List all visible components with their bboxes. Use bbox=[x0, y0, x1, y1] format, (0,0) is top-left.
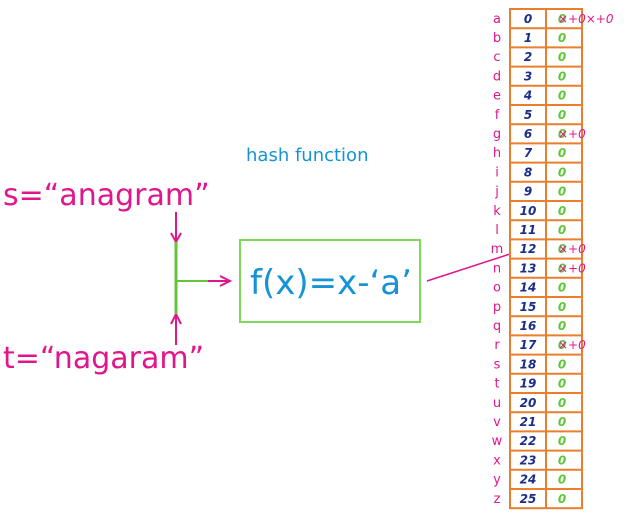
row-count: 0 bbox=[558, 261, 566, 275]
row-letter: m bbox=[491, 242, 504, 257]
row-count: 0 bbox=[558, 338, 566, 352]
row-index: 10 bbox=[520, 204, 537, 218]
row-index: 25 bbox=[520, 492, 537, 506]
row-letter: z bbox=[494, 492, 501, 507]
row-count: 0 bbox=[558, 300, 566, 314]
row-annotation: ×+0 bbox=[558, 242, 586, 256]
row-count: 0 bbox=[558, 31, 566, 45]
row-index: 5 bbox=[524, 108, 532, 122]
row-letter: h bbox=[493, 146, 501, 161]
row-index: 11 bbox=[520, 223, 537, 237]
row-letter: i bbox=[495, 165, 499, 180]
row-count: 0 bbox=[558, 319, 566, 333]
row-letter: x bbox=[493, 453, 501, 468]
row-count: 0 bbox=[558, 12, 566, 26]
row-count: 0 bbox=[558, 377, 566, 391]
row-count: 0 bbox=[558, 127, 566, 141]
row-letter: q bbox=[493, 319, 501, 334]
row-letter: p bbox=[493, 300, 501, 315]
row-count: 0 bbox=[558, 492, 566, 506]
row-letter: r bbox=[494, 338, 500, 353]
row-count: 0 bbox=[558, 473, 566, 487]
row-index: 2 bbox=[524, 50, 532, 64]
row-letter: j bbox=[494, 185, 499, 200]
diagram-title: hash function bbox=[246, 145, 368, 166]
row-letter: n bbox=[493, 261, 501, 276]
row-letter: c bbox=[493, 50, 500, 65]
row-letter: b bbox=[493, 31, 501, 46]
row-letter: g bbox=[493, 127, 501, 142]
row-index: 17 bbox=[520, 338, 537, 352]
row-count: 0 bbox=[558, 415, 566, 429]
row-index: 14 bbox=[520, 281, 537, 295]
row-letter: u bbox=[493, 396, 501, 411]
row-index: 21 bbox=[520, 415, 537, 429]
row-count: 0 bbox=[558, 185, 566, 199]
row-annotation: ×+0×+0 bbox=[558, 12, 614, 26]
row-index: 19 bbox=[520, 377, 537, 391]
row-letter: d bbox=[493, 69, 501, 84]
input-s-label: s=“anagram” bbox=[3, 178, 210, 213]
row-letter: t bbox=[494, 377, 499, 392]
row-letter: y bbox=[493, 473, 501, 488]
row-count: 0 bbox=[558, 434, 566, 448]
row-annotation: ×+0 bbox=[558, 261, 586, 275]
row-index: 13 bbox=[520, 261, 537, 275]
row-count: 0 bbox=[558, 453, 566, 467]
row-index: 4 bbox=[523, 89, 532, 103]
row-index: 16 bbox=[520, 319, 537, 333]
row-count: 0 bbox=[558, 357, 566, 371]
row-count: 0 bbox=[558, 396, 566, 410]
row-index: 3 bbox=[524, 69, 532, 83]
row-count: 0 bbox=[558, 89, 566, 103]
connector-line bbox=[426, 253, 511, 282]
row-index: 23 bbox=[520, 453, 537, 467]
row-index: 20 bbox=[520, 396, 537, 410]
row-count: 0 bbox=[558, 146, 566, 160]
row-index: 8 bbox=[524, 165, 532, 179]
row-count: 0 bbox=[558, 50, 566, 64]
row-annotation: ×+0 bbox=[558, 127, 586, 141]
row-letter: k bbox=[493, 204, 501, 219]
row-letter: s bbox=[494, 357, 501, 372]
row-count: 0 bbox=[558, 223, 566, 237]
row-index: 0 bbox=[524, 12, 532, 26]
arrow-from-s bbox=[170, 212, 182, 245]
hash-formula: f(x)=x-‘a’ bbox=[250, 263, 412, 303]
row-index: 15 bbox=[520, 300, 537, 314]
row-index: 7 bbox=[524, 146, 533, 160]
row-count: 0 bbox=[558, 242, 566, 256]
row-letter: w bbox=[492, 434, 503, 449]
row-letter: v bbox=[493, 415, 501, 430]
row-letter: o bbox=[493, 281, 501, 296]
row-count: 0 bbox=[558, 165, 566, 179]
row-index: 18 bbox=[520, 357, 537, 371]
input-t-label: t=“nagaram” bbox=[3, 341, 204, 376]
row-index: 6 bbox=[524, 127, 532, 141]
row-count: 0 bbox=[558, 69, 566, 83]
hash-function-box bbox=[239, 239, 421, 323]
row-index: 12 bbox=[520, 242, 537, 256]
row-index: 24 bbox=[520, 473, 537, 487]
row-letter: e bbox=[493, 89, 501, 104]
row-letter: a bbox=[493, 12, 501, 27]
row-index: 22 bbox=[520, 434, 537, 448]
row-index: 1 bbox=[524, 31, 532, 45]
row-count: 0 bbox=[558, 204, 566, 218]
row-count: 0 bbox=[558, 108, 566, 122]
row-count: 0 bbox=[558, 281, 566, 295]
row-index: 9 bbox=[524, 185, 532, 199]
row-annotation: ×+0 bbox=[558, 338, 586, 352]
arrow-to-function bbox=[176, 275, 233, 287]
row-letter: l bbox=[495, 223, 499, 238]
row-letter: f bbox=[495, 108, 500, 123]
